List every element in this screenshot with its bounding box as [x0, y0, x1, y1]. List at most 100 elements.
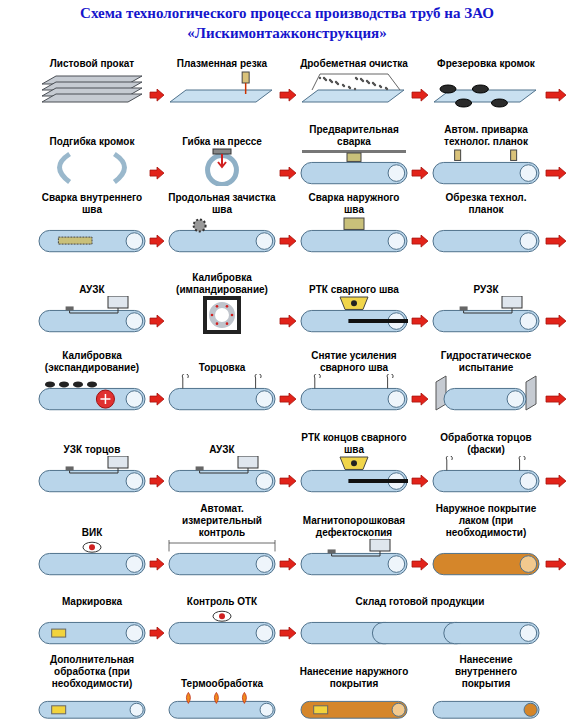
- pipe-end: [126, 473, 143, 490]
- shot-dot: [324, 78, 326, 80]
- illustration: [42, 76, 142, 102]
- cleaning-wheel: [194, 219, 206, 231]
- step-illustration: [298, 296, 410, 334]
- process-step: АУЗК: [36, 284, 148, 334]
- shot-dot: [343, 85, 345, 87]
- monitor-stand: [118, 468, 119, 471]
- illustration: [301, 539, 407, 575]
- step-illustration: [298, 690, 410, 720]
- flow-arrow: [280, 315, 296, 327]
- eye-symbol: [83, 542, 101, 552]
- flow-arrow: [150, 558, 164, 570]
- pipe-body: [433, 162, 539, 183]
- process-step: Сварка внутреннего шва: [36, 192, 148, 254]
- xray-source: [340, 457, 368, 469]
- illustration: [39, 542, 145, 575]
- step-illustration: [36, 296, 148, 334]
- illustration: [169, 540, 275, 575]
- monitor-symbol: [370, 539, 390, 551]
- process-step: Торцовка: [166, 362, 278, 412]
- probe-cable: [464, 310, 512, 313]
- clamp-hook: [182, 374, 188, 388]
- step-label: Автом. приварка технолог. планок: [430, 124, 542, 148]
- flow-arrow: [150, 89, 164, 101]
- pipe-body: [39, 470, 145, 491]
- illustration: [39, 701, 145, 718]
- eye-iris: [89, 544, 95, 550]
- process-step: Нанесение наружного покрытия: [298, 666, 410, 720]
- flow-arrow: [412, 235, 428, 247]
- illustration: [169, 692, 275, 718]
- process-step: Плазменная резка: [166, 58, 278, 108]
- step-illustration: [36, 690, 148, 720]
- step-label: Гибка на прессе: [166, 136, 278, 148]
- support-roller: [45, 381, 55, 387]
- row-end-arrow: [546, 315, 566, 327]
- support-roller: [87, 381, 97, 387]
- step-label: Склад готовой продукции: [298, 596, 542, 608]
- pipe-end: [524, 703, 537, 716]
- process-step: АУЗК: [166, 444, 278, 494]
- sizing-frame: [205, 298, 239, 332]
- row-end-arrow: [546, 167, 566, 179]
- pipe-body: [301, 553, 407, 574]
- shot-dot: [348, 86, 350, 88]
- process-step: РТК сварного шва: [298, 284, 410, 334]
- process-step: Склад готовой продукции: [298, 596, 542, 646]
- ultrasonic-probe: [196, 466, 204, 470]
- welding-torch: [455, 150, 461, 160]
- clamp-hook: [255, 374, 261, 388]
- pipe-end: [388, 233, 405, 250]
- pipe-body: [301, 388, 407, 409]
- plasma-torch: [242, 72, 249, 83]
- illustration: [169, 456, 275, 492]
- monitor-stand: [118, 308, 119, 311]
- process-step: Предварительная сварка: [298, 124, 410, 186]
- step-illustration: [166, 539, 278, 577]
- step-label: Листовой прокат: [36, 58, 148, 70]
- pipe-end: [507, 391, 524, 408]
- illustration: [39, 296, 145, 332]
- pipe-body: [444, 622, 539, 643]
- shot-dot: [361, 79, 363, 81]
- step-illustration: [36, 456, 148, 494]
- step-illustration: [430, 456, 542, 494]
- illustration: [433, 150, 539, 184]
- step-label: Торцовка: [166, 362, 278, 374]
- process-step: Автом. приварка технолог. планок: [430, 124, 542, 186]
- pipe-body: [301, 310, 407, 331]
- expander-head: [96, 390, 114, 408]
- illustration: [60, 154, 125, 182]
- sizing-die: [226, 322, 229, 325]
- process-step: Автомат. измерительный контроль: [166, 503, 278, 577]
- step-label: Термообработка: [166, 678, 278, 690]
- plasma-jet: [245, 83, 247, 94]
- eye-iris: [219, 613, 225, 619]
- step-label: Дробеметная очистка: [298, 58, 410, 70]
- shot-dot: [380, 86, 382, 88]
- step-illustration: [166, 148, 278, 186]
- clamp-hook: [519, 456, 525, 470]
- process-step: Листовой прокат: [36, 58, 148, 108]
- probe-cable: [70, 310, 118, 313]
- sizing-die: [226, 305, 229, 308]
- flow-arrow: [280, 627, 296, 639]
- row-end-arrow: [546, 89, 566, 101]
- step-illustration: [36, 70, 148, 108]
- shot-dot: [356, 78, 358, 80]
- illustration: [433, 456, 539, 492]
- ultrasonic-probe: [66, 306, 74, 310]
- flow-arrow: [150, 315, 164, 327]
- flow-arrow: [150, 627, 164, 639]
- shot-dot: [355, 77, 357, 79]
- step-illustration: [298, 70, 410, 108]
- clamp-hook: [314, 374, 320, 388]
- step-label: Нанесение наружного покрытия: [298, 666, 410, 690]
- illustration: [301, 622, 539, 643]
- step-label: Наружное покрытие лаком (при необходимос…: [430, 503, 542, 539]
- step-label: Сварка внутреннего шва: [36, 192, 148, 216]
- process-step: РТК концов сварного шва: [298, 432, 410, 494]
- shot-dot: [360, 78, 362, 80]
- process-step: Гибка на прессе: [166, 136, 278, 186]
- shot-dot: [342, 84, 344, 86]
